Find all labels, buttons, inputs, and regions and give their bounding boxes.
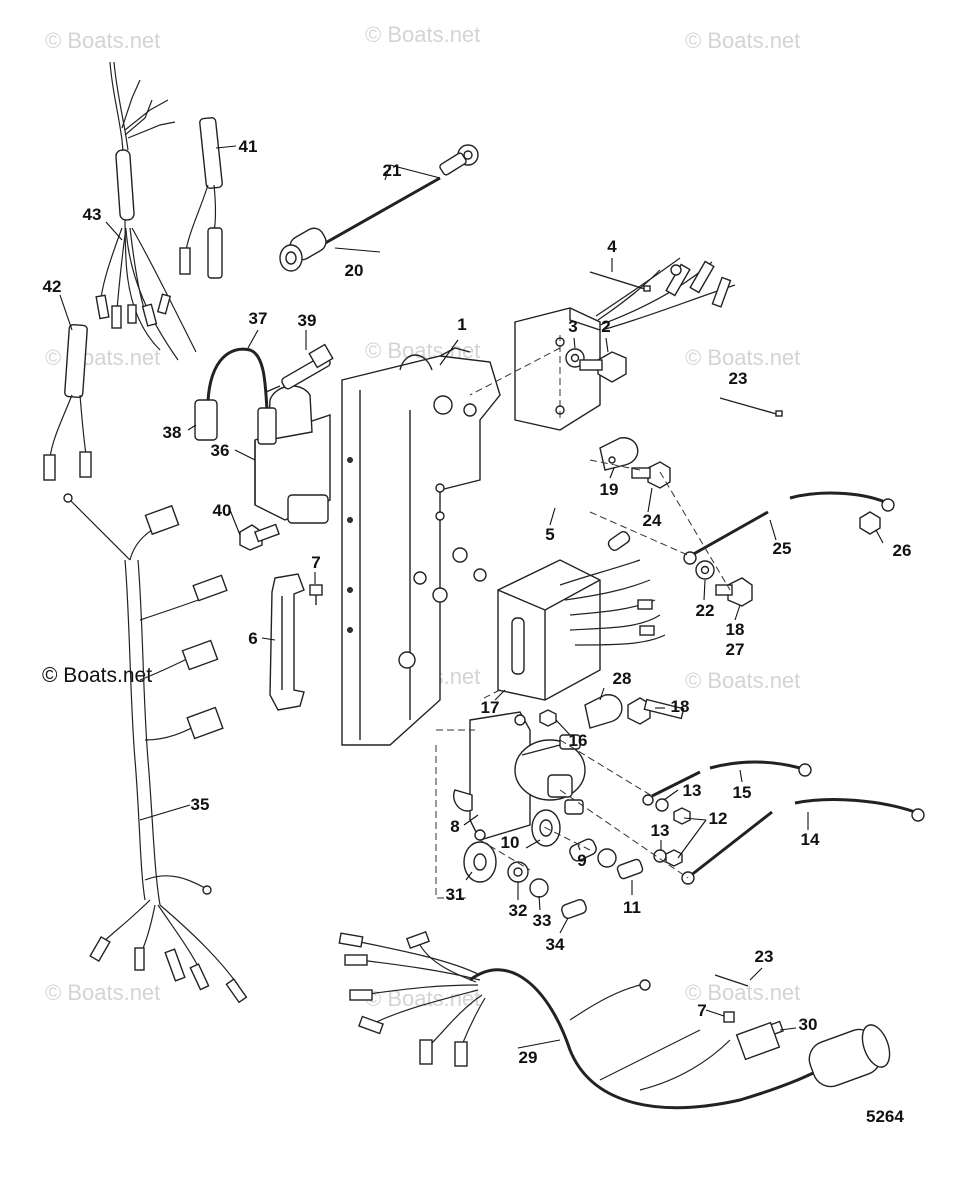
harness-43 (95, 61, 197, 361)
hardware (463, 271, 925, 1040)
watermark-6: © Boats.net (685, 345, 800, 370)
callout-18-upper: 18 (726, 620, 745, 639)
callout-1: 1 (457, 315, 466, 334)
callout-27: 27 (726, 640, 745, 659)
callout-43: 43 (83, 205, 102, 224)
callout-3: 3 (568, 317, 577, 336)
watermark-2: © Boats.net (365, 22, 480, 47)
leader-lines (59, 145, 884, 1049)
ground-strap-21 (279, 144, 479, 272)
callout-30: 30 (799, 1015, 818, 1034)
callout-24: 24 (643, 511, 662, 530)
callout-7-lower: 7 (697, 1001, 706, 1020)
callout-32: 32 (509, 901, 528, 920)
assembly-lines (435, 335, 731, 899)
callout-36: 36 (211, 441, 230, 460)
harness-29 (338, 930, 891, 1110)
callout-25: 25 (773, 539, 792, 558)
watermark-10: © Boats.net (365, 986, 480, 1011)
callout-42: 42 (43, 277, 62, 296)
callout-13-upper: 13 (683, 781, 702, 800)
diagram-code: 5264 (866, 1107, 904, 1126)
spark-plug-39 (265, 343, 334, 393)
callout-33: 33 (533, 911, 552, 930)
callout-14: 14 (801, 830, 820, 849)
bolt-40 (239, 523, 280, 551)
callout-39: 39 (298, 311, 317, 330)
callout-38: 38 (163, 423, 182, 442)
screw-7a (309, 584, 323, 605)
callout-4: 4 (607, 237, 617, 256)
callout-5: 5 (545, 525, 554, 544)
callout-18-lower: 18 (671, 697, 690, 716)
callout-31: 31 (446, 885, 465, 904)
callout-40: 40 (213, 501, 232, 520)
watermark-3: © Boats.net (685, 28, 800, 53)
mounting-plate-1 (341, 347, 501, 746)
adapter-42 (43, 324, 92, 481)
watermark-main: © Boats.net (42, 664, 152, 687)
ignition-coil-36 (194, 347, 331, 524)
callout-23-lower: 23 (755, 947, 774, 966)
callout-19: 19 (600, 480, 619, 499)
callout-7-upper: 7 (311, 553, 320, 572)
watermark-8: © Boats.net (685, 668, 800, 693)
callout-21: 21 (383, 161, 402, 180)
callout-29: 29 (519, 1048, 538, 1067)
callout-23-upper: 23 (729, 369, 748, 388)
callout-26: 26 (893, 541, 912, 560)
watermark-9: © Boats.net (45, 980, 160, 1005)
callout-17: 17 (481, 698, 500, 717)
callout-28: 28 (613, 669, 632, 688)
callout-9: 9 (577, 851, 586, 870)
callout-16: 16 (569, 731, 588, 750)
callout-10: 10 (501, 833, 520, 852)
callout-15: 15 (733, 783, 752, 802)
adapter-41 (179, 117, 223, 279)
bracket-6 (269, 573, 305, 711)
rectifier-17 (497, 531, 666, 701)
module-5 (514, 257, 736, 431)
callout-12: 12 (709, 809, 728, 828)
callout-37: 37 (249, 309, 268, 328)
callout-34: 34 (546, 935, 565, 954)
callout-11: 11 (623, 898, 641, 917)
watermark-4: © Boats.net (45, 345, 160, 370)
callout-20: 20 (345, 261, 364, 280)
callouts: 1 2 3 4 5 6 7 7 8 9 10 11 12 13 13 14 15… (43, 137, 912, 1067)
callout-8: 8 (450, 817, 459, 836)
harness-35 (63, 493, 248, 1004)
callout-6: 6 (248, 629, 257, 648)
callout-22: 22 (696, 601, 715, 620)
callout-2: 2 (601, 317, 610, 336)
callout-41: 41 (239, 137, 258, 156)
solenoid-8 (453, 711, 586, 841)
watermarks: © Boats.net © Boats.net © Boats.net © Bo… (45, 22, 800, 1011)
callout-35: 35 (191, 795, 210, 814)
callout-13-lower: 13 (651, 821, 670, 840)
watermark-1: © Boats.net (45, 28, 160, 53)
